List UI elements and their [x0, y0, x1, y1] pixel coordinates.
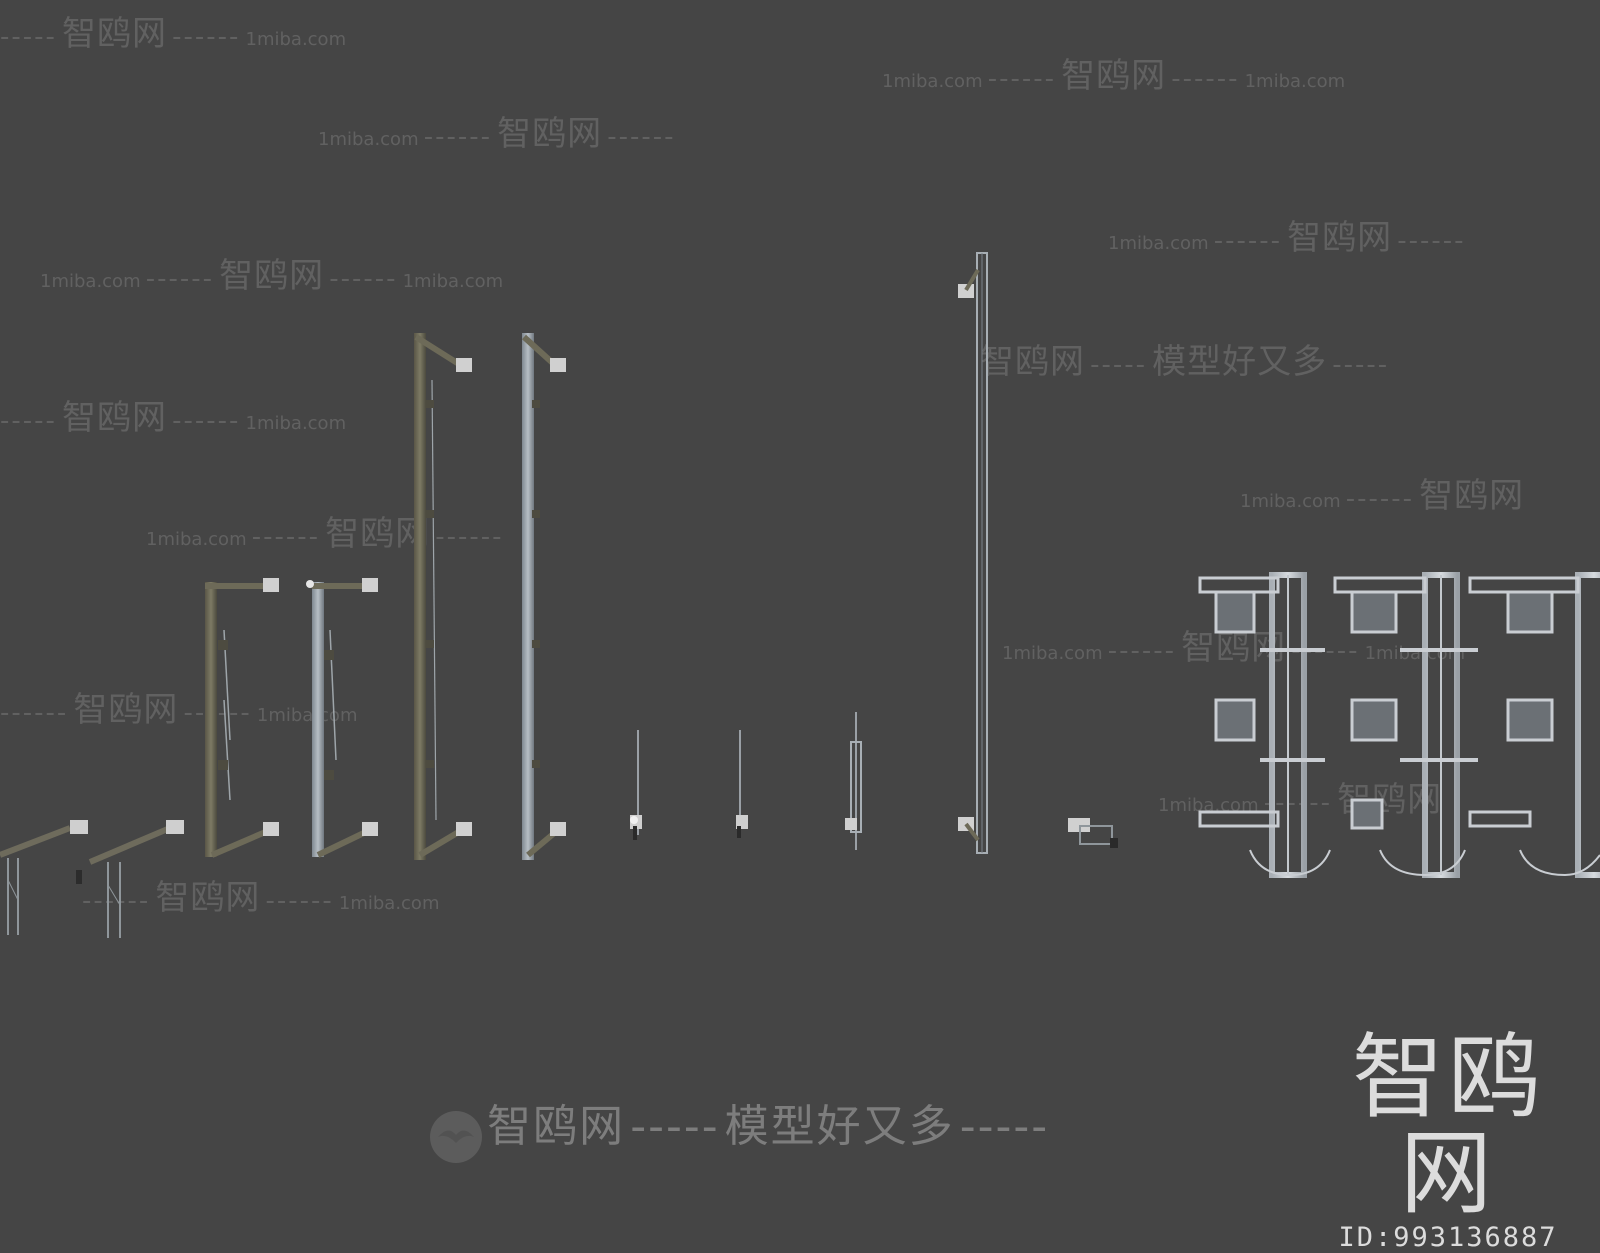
watermark-row: ----- 智鸥网 ------ 1miba.com	[0, 6, 346, 55]
tall-pole-rusty	[414, 333, 472, 860]
watermark-row: 1miba.com ------ 智鸥网 ------	[146, 506, 503, 555]
watermark-row: ------ 智鸥网 ------ 1miba.com	[82, 870, 439, 919]
short-pole-rusty	[205, 578, 279, 858]
bracket-fixture	[1068, 818, 1118, 848]
lattice-mast	[958, 252, 988, 854]
gantry-tower-1	[1198, 572, 1331, 878]
slogan-brand: 智鸥网	[487, 1101, 626, 1152]
watermark-dashes: ------	[1171, 64, 1240, 94]
watermark-domain: 1miba.com	[318, 129, 419, 150]
watermark-row: 1miba.com ------ 智鸥网 ------	[1108, 210, 1465, 259]
watermark-dashes: ------	[607, 122, 676, 152]
watermark-dashes: ------	[172, 22, 241, 52]
watermark-dashes: ------	[0, 698, 69, 728]
watermark-dashes: ------	[251, 522, 320, 552]
watermark-row: 1miba.com ------ 智鸥网 ------ 1miba.com	[882, 48, 1345, 97]
watermark-brand: 智鸥网	[73, 690, 179, 730]
slogan-dashes: -----	[630, 1101, 720, 1152]
watermark-brand: 智鸥网	[325, 514, 431, 554]
watermark-row: 1miba.com ------ 智鸥网 ------ 1miba.com	[40, 248, 503, 297]
watermark-dashes: -----	[1332, 350, 1390, 380]
watermark-brand: 智鸥网	[1287, 218, 1393, 258]
watermark-domain: 1miba.com	[1002, 643, 1103, 664]
watermark-brand: 智鸥网	[1061, 56, 1167, 96]
brand-corner: 智鸥网 ID:993136887	[1328, 1030, 1568, 1253]
watermark-dashes: ------	[435, 522, 504, 552]
watermark-domain: 1miba.com	[1244, 71, 1346, 92]
watermark-row: 1miba.com ------ 智鸥网 ------	[318, 106, 675, 155]
watermark-domain: 1miba.com	[402, 271, 504, 292]
cantilever-arm-2	[76, 820, 184, 938]
watermark-brand: 智鸥网	[1419, 476, 1525, 516]
gantry-tower-2	[1333, 572, 1478, 878]
watermark-brand: 智鸥网	[62, 398, 168, 438]
watermark-domain: 1miba.com	[338, 893, 440, 914]
watermark-brand: 智鸥网	[62, 14, 168, 54]
watermark-dashes: ------	[1345, 484, 1414, 514]
watermark-row: ----- 智鸥网 ------ 1miba.com	[0, 390, 346, 439]
short-pole-steel	[306, 578, 378, 858]
model-preview-canvas	[0, 252, 1600, 938]
watermark-brand: 智鸥网	[980, 342, 1085, 382]
watermark-dashes: -----	[1090, 350, 1148, 380]
viewport-scene: ----- 智鸥网 ------ 1miba.com 1miba.com ---…	[0, 6, 1600, 1253]
insulator-frame	[845, 712, 862, 850]
watermark-domain: 1miba.com	[256, 705, 358, 726]
watermark-domain: 1miba.com	[146, 529, 247, 550]
tall-pole-steel	[521, 333, 566, 860]
seagull-icon	[430, 1110, 482, 1163]
watermark-brand: 智鸥网	[155, 878, 261, 918]
watermark-dashes: ------	[1213, 226, 1282, 256]
watermark-dashes: ------	[329, 264, 398, 294]
watermark-row: 1miba.com ------ 智鸥网 ------ 1miba.com	[1002, 620, 1465, 669]
watermark-domain: 1miba.com	[245, 29, 347, 50]
watermark-domain: 1miba.com	[1240, 491, 1341, 512]
insulator-rod-2	[736, 730, 748, 838]
watermark-dashes: ------	[82, 886, 151, 916]
slogan-text: 模型好又多	[724, 1101, 955, 1152]
slogan-watermark: 智鸥网 ----- 模型好又多 -----	[430, 1090, 1049, 1163]
watermark-slogan: 模型好又多	[1152, 342, 1328, 382]
watermark-row: 1miba.com ------ 智鸥网	[1240, 468, 1524, 517]
brand-logo-text: 智鸥网	[1351, 1024, 1544, 1227]
cantilever-arm-1	[0, 820, 88, 935]
watermark-domain: 1miba.com	[40, 271, 141, 292]
insulator-rod-1	[630, 730, 642, 840]
watermark-domain: 1miba.com	[882, 71, 983, 92]
watermark-dashes: ------	[1397, 226, 1466, 256]
model-id-label: ID:993136887	[1338, 1222, 1558, 1253]
watermark-row: 智鸥网 ----- 模型好又多 -----	[980, 334, 1389, 383]
slogan-dashes: -----	[959, 1101, 1050, 1152]
watermark-dashes: ------	[265, 886, 334, 916]
watermark-dashes: -----	[0, 22, 57, 52]
gantry-tower-3	[1468, 572, 1600, 878]
watermark-brand: 智鸥网	[497, 114, 603, 154]
watermark-dashes: ------	[987, 64, 1056, 94]
watermark-row: ------ 智鸥网 ------ 1miba.com	[0, 682, 357, 731]
watermark-dashes: ------	[145, 264, 214, 294]
watermark-domain: 1miba.com	[245, 413, 347, 434]
watermark-dashes: ------	[172, 406, 241, 436]
watermark-dashes: ------	[1107, 636, 1176, 666]
watermark-brand: 智鸥网	[219, 256, 325, 296]
watermark-domain: 1miba.com	[1108, 233, 1209, 254]
watermark-dashes: ------	[423, 122, 492, 152]
watermark-dashes: -----	[0, 406, 57, 436]
